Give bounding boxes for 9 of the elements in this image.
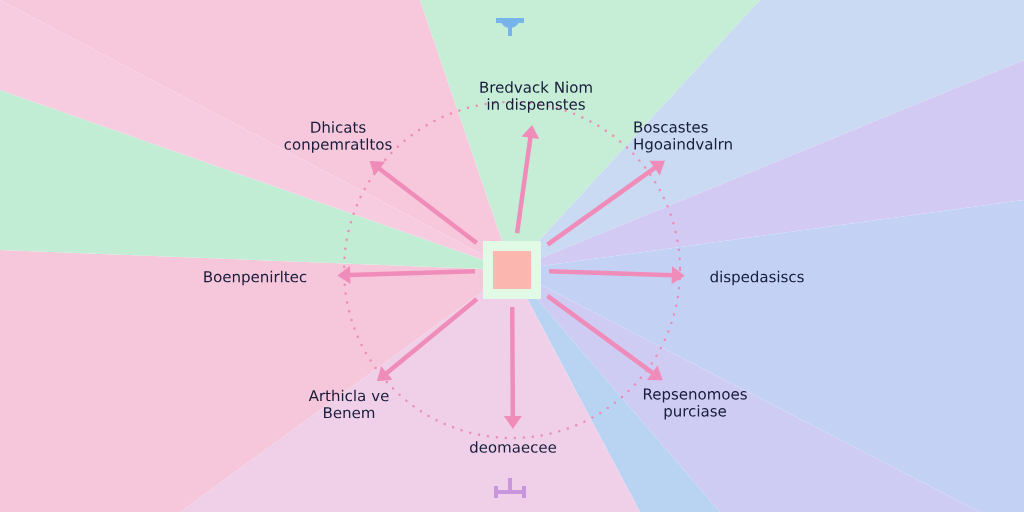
node-label: dispedasiscs	[710, 270, 804, 286]
node-label: Repsenomoes purciase	[643, 388, 747, 420]
node-label: Arthicla ve Benem	[308, 389, 389, 419]
node-label: Boenpenirltec	[204, 270, 307, 286]
hub-square	[483, 241, 541, 299]
node-label: Bredvack Niom in dispenstes	[480, 81, 592, 113]
node-label: Dhicats conpemratltos	[284, 121, 392, 153]
node-label: Boscastes Hgoaindvalrn	[634, 121, 732, 153]
node-label: deomaecee	[470, 441, 557, 453]
